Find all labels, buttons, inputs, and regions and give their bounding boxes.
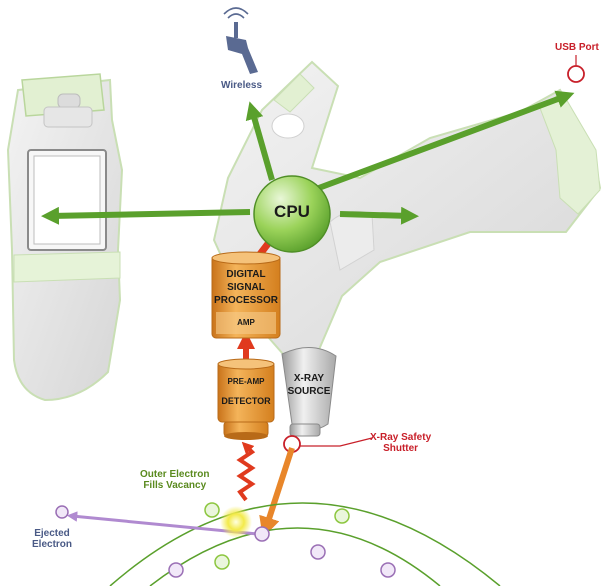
arrow-to-usb (306, 90, 575, 195)
electron (214, 554, 230, 570)
shutter-label-line2: Shutter (383, 443, 419, 454)
ejected-electron-label-line1: Ejected (34, 528, 70, 539)
shutter-label-line1: X-Ray Safety (370, 432, 432, 443)
atom-model (55, 502, 501, 586)
usb-port-label: USB Port (555, 42, 599, 53)
cpu-node (253, 175, 331, 253)
preamp-label: PRE-AMP (227, 377, 265, 386)
outer-electron-label-line2: Fills Vacancy (143, 480, 207, 491)
xray-source-label-line1: X-RAY (293, 373, 325, 384)
wireless-label: Wireless (221, 80, 263, 91)
shutter-marker (283, 435, 373, 453)
ejected-electron (55, 505, 69, 519)
fluorescence-arrow (236, 441, 256, 502)
antenna-icon (223, 7, 258, 74)
arrow-to-wireless (245, 101, 275, 181)
ejected-electron-label-line2: Electron (32, 539, 73, 550)
amp-label: AMP (237, 318, 255, 327)
electron (380, 562, 396, 578)
xray-beam (259, 447, 295, 538)
outer-electron-label: Outer Electron Fills Vacancy (140, 469, 209, 491)
dsp-module (211, 251, 281, 339)
dsp-label: DIGITAL SIGNAL PROCESSOR (210, 268, 282, 307)
electron (204, 502, 220, 518)
data-flow-arrows (41, 90, 575, 225)
device-front-view (6, 73, 124, 402)
arrow-to-display (41, 206, 251, 225)
xray-source-label: X-RAY SOURCE (284, 372, 334, 398)
flash (220, 506, 252, 538)
arrow-to-body (339, 206, 419, 225)
dsp-label-line3: PROCESSOR (214, 295, 278, 306)
xray-source-module (281, 347, 337, 437)
usb-port-marker (567, 55, 585, 83)
electron (334, 508, 350, 524)
ejected-electron-label: Ejected Electron (32, 528, 72, 550)
shutter-label: X-Ray Safety Shutter (370, 432, 431, 454)
detector-label: DETECTOR (221, 396, 271, 406)
detector-module (217, 358, 275, 440)
dsp-label-line1: DIGITAL (226, 269, 266, 280)
cpu-label: CPU (274, 202, 310, 221)
outer-electron-label-line1: Outer Electron (140, 469, 210, 480)
dsp-label-line2: SIGNAL (227, 282, 265, 293)
electron (254, 526, 270, 542)
display-screen (27, 149, 107, 251)
xray-source-label-line2: SOURCE (287, 386, 331, 397)
electron (168, 562, 184, 578)
electron (310, 544, 326, 560)
